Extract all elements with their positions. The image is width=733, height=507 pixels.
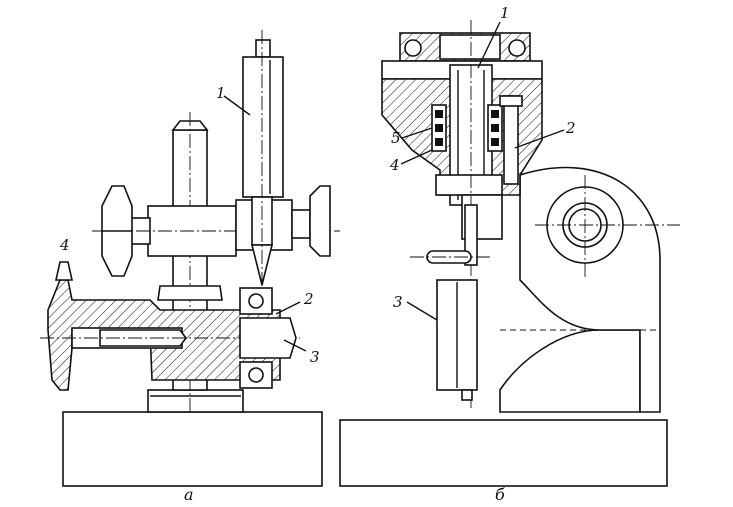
label-a-1: 1: [216, 84, 226, 102]
label-a-3: 3: [310, 348, 320, 366]
label-a-2: 2: [303, 290, 314, 308]
label-b-4: 4: [389, 156, 400, 174]
frame-lower-b: [499, 329, 641, 413]
label-b-3: 3: [393, 293, 403, 311]
caption-a: а: [184, 485, 194, 504]
label-a-4: 4: [59, 236, 70, 254]
caption-b: б: [495, 485, 505, 504]
column-foot-a: [147, 389, 244, 413]
column-collar-a: [157, 285, 223, 301]
label-b-5: 5: [391, 129, 401, 147]
panel-b: 1 2 3 4 5 б: [339, 4, 680, 504]
knob-4: [55, 261, 73, 281]
label-b-2: 2: [565, 119, 576, 137]
base-plate-a: [62, 411, 323, 487]
punch-holder-a: [242, 56, 284, 198]
label-b-1: 1: [500, 4, 510, 22]
base-plate-b: [339, 419, 668, 487]
taper-nose-a: [239, 317, 297, 359]
panel-a: 1 2 3 4 а: [40, 30, 340, 504]
wing-screw-a: [309, 185, 331, 257]
